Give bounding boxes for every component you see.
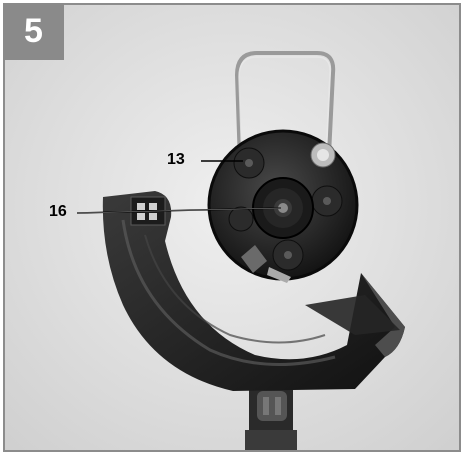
callout-label-13: 13 bbox=[167, 151, 185, 168]
trimmer-guard-illustration bbox=[5, 5, 459, 450]
product-photo bbox=[3, 3, 461, 452]
wire-handle bbox=[234, 51, 336, 194]
hub-screw bbox=[278, 203, 288, 213]
figure-number-badge: 5 bbox=[3, 3, 64, 60]
blade-slot bbox=[241, 245, 267, 273]
guard bbox=[102, 191, 406, 391]
callout-label-16: 16 bbox=[49, 203, 67, 220]
